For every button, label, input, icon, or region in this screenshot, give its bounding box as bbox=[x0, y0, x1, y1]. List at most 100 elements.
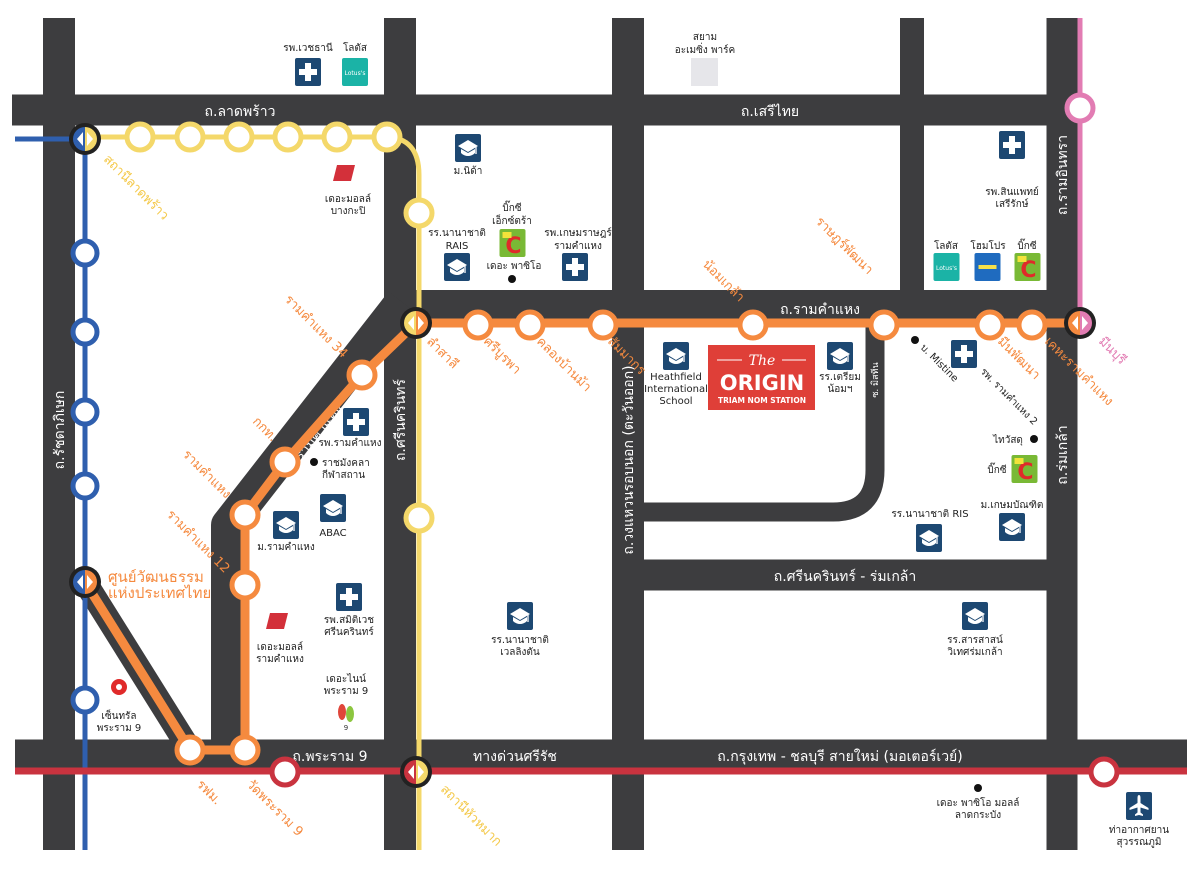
poi-label: รร.นานาชาติ RIS bbox=[891, 509, 968, 520]
interchange-minburi[interactable] bbox=[1064, 307, 1096, 339]
hospital-icon bbox=[343, 408, 369, 436]
poi-label: รามคำแหง bbox=[554, 241, 602, 252]
poi-label: เดอะ พาซิโอ bbox=[487, 259, 542, 272]
the-mall-logo-icon bbox=[333, 165, 355, 181]
poi-label: เอ็กซ์ตร้า bbox=[492, 213, 532, 227]
poi-label: บิ๊กซี bbox=[502, 200, 521, 214]
the-nine-logo-icon: 9 bbox=[338, 704, 354, 732]
station-orange[interactable] bbox=[346, 359, 378, 391]
school-icon bbox=[507, 602, 533, 630]
station-orange[interactable] bbox=[974, 309, 1006, 341]
poi-label: ABAC bbox=[319, 528, 346, 539]
location-dot-icon bbox=[974, 784, 982, 792]
school-icon bbox=[273, 511, 299, 539]
station-yellow[interactable] bbox=[174, 121, 206, 153]
poi-label: เซ็นทรัล bbox=[101, 708, 136, 722]
location-dot-icon bbox=[1030, 435, 1038, 443]
station-yellow[interactable] bbox=[272, 121, 304, 153]
poi-label: กีฬาสถาน bbox=[322, 469, 365, 481]
interchange-thailand-cultural-centre[interactable] bbox=[69, 566, 101, 598]
station-pink[interactable] bbox=[1064, 92, 1096, 124]
points-of-interest: รพ.เวชธานี โลตัส สยาม อะเมซิ่ง พาร์ค เดอ… bbox=[97, 32, 1169, 848]
poi-label: วิเทศร่มเกล้า bbox=[947, 646, 1003, 658]
poi-label: ม.นิด้า bbox=[454, 165, 483, 177]
station-orange[interactable] bbox=[868, 309, 900, 341]
station-label: รามคำแหง bbox=[179, 447, 234, 502]
road-label-ladprao: ถ.ลาดพร้าว bbox=[205, 104, 276, 120]
poi-label: รพ.เวชธานี bbox=[283, 42, 333, 54]
poi-label: School bbox=[659, 396, 692, 407]
station-orange[interactable] bbox=[1016, 309, 1048, 341]
station-orange[interactable] bbox=[174, 734, 206, 766]
interchange-lamsali[interactable] bbox=[400, 307, 432, 339]
station-label: สถานีลาดพร้าว bbox=[100, 152, 172, 224]
origin-badge-name: ORIGIN bbox=[720, 371, 804, 395]
station-orange[interactable] bbox=[229, 499, 261, 531]
station-blue[interactable] bbox=[70, 685, 100, 715]
road-label-sirat: ทางด่วนศรีรัช bbox=[473, 749, 557, 765]
station-blue[interactable] bbox=[70, 471, 100, 501]
poi-label: น้อมฯ bbox=[827, 383, 852, 395]
station-orange[interactable] bbox=[587, 309, 619, 341]
poi-label: โลตัส bbox=[343, 41, 367, 54]
station-yellow[interactable] bbox=[371, 121, 403, 153]
road-label-srinakarin: ถ.ศรีนครินทร์ bbox=[392, 378, 409, 461]
station-red[interactable] bbox=[269, 756, 301, 788]
road-label-serithai: ถ.เสรีไทย bbox=[741, 103, 799, 120]
poi-label: ไทวัสดุ bbox=[992, 434, 1023, 446]
svg-text:9: 9 bbox=[344, 724, 348, 732]
road-label-romklao: ถ.ร่มเกล้า bbox=[1055, 425, 1071, 484]
station-yellow[interactable] bbox=[223, 121, 255, 153]
station-label: คลองบ้านม้า bbox=[533, 334, 594, 395]
school-icon bbox=[444, 253, 470, 281]
poi-label: ศรีนครินทร์ bbox=[324, 626, 374, 638]
road-label-outer-ring: ถ.วงแหวนรอบนอก (ตะวันออก) bbox=[621, 365, 637, 554]
station-label: ศูนย์วัฒนธรรม bbox=[108, 568, 204, 586]
station-label: ศรีบูรพา bbox=[480, 334, 524, 378]
station-blue[interactable] bbox=[70, 317, 100, 347]
station-red[interactable] bbox=[1088, 756, 1120, 788]
station-yellow[interactable] bbox=[321, 121, 353, 153]
school-icon bbox=[916, 524, 942, 552]
station-orange[interactable] bbox=[229, 734, 261, 766]
interchange-ladprao[interactable] bbox=[69, 123, 101, 155]
poi-label: เวลลิงตัน bbox=[500, 647, 540, 658]
interchange-huamak[interactable] bbox=[400, 756, 432, 788]
road-label-ratchadaphisek: ถ.รัชดาภิเษก bbox=[52, 391, 68, 470]
hospital-icon bbox=[295, 58, 321, 86]
station-label: รามคำแหง 34 bbox=[281, 292, 350, 361]
poi-label: เดอะมอลล์ bbox=[257, 641, 303, 653]
poi-label: RAIS bbox=[446, 241, 469, 252]
station-label: มีนพัฒนา bbox=[994, 334, 1043, 383]
poi-label: ม.รามคำแหง bbox=[257, 542, 315, 553]
station-orange[interactable] bbox=[229, 569, 261, 601]
poi-label: รร.สารสาสน์ bbox=[947, 634, 1003, 646]
poi-label: เดอะ พาซิโอ มอลล์ bbox=[937, 796, 1020, 809]
poi-label: รามคำแหง bbox=[256, 654, 304, 665]
station-yellow[interactable] bbox=[403, 502, 435, 534]
road-label-rama9: ถ.พระราม 9 bbox=[292, 749, 367, 765]
central-logo-icon bbox=[111, 679, 127, 695]
lotus-logo-icon bbox=[933, 253, 960, 281]
station-yellow[interactable] bbox=[403, 197, 435, 229]
lotus-logo-icon bbox=[342, 58, 368, 86]
poi-label: โลตัส bbox=[934, 239, 958, 252]
station-orange[interactable] bbox=[514, 309, 546, 341]
station-orange[interactable] bbox=[737, 309, 769, 341]
poi-label: Heathfield bbox=[650, 372, 702, 383]
poi-label: ท่าอากาศยาน bbox=[1109, 825, 1169, 836]
poi-label: สุวรรณภูมิ bbox=[1117, 837, 1162, 848]
poi-label: อะเมซิ่ง พาร์ค bbox=[675, 42, 736, 56]
station-blue[interactable] bbox=[70, 397, 100, 427]
station-orange[interactable] bbox=[269, 446, 301, 478]
bigc-logo-icon bbox=[499, 229, 526, 257]
station-label: ราษฎร์พัฒนา bbox=[812, 214, 876, 278]
station-yellow[interactable] bbox=[124, 121, 156, 153]
project-badge-the-origin[interactable]: The ORIGIN TRIAM NOM STATION bbox=[708, 345, 815, 410]
poi-label: รร.นานาชาติ bbox=[428, 228, 486, 239]
poi-label: เดอะมอลล์ bbox=[325, 193, 371, 205]
poi-label: รพ.สินแพทย์ bbox=[985, 186, 1039, 198]
station-orange[interactable] bbox=[462, 309, 494, 341]
station-blue[interactable] bbox=[70, 238, 100, 268]
